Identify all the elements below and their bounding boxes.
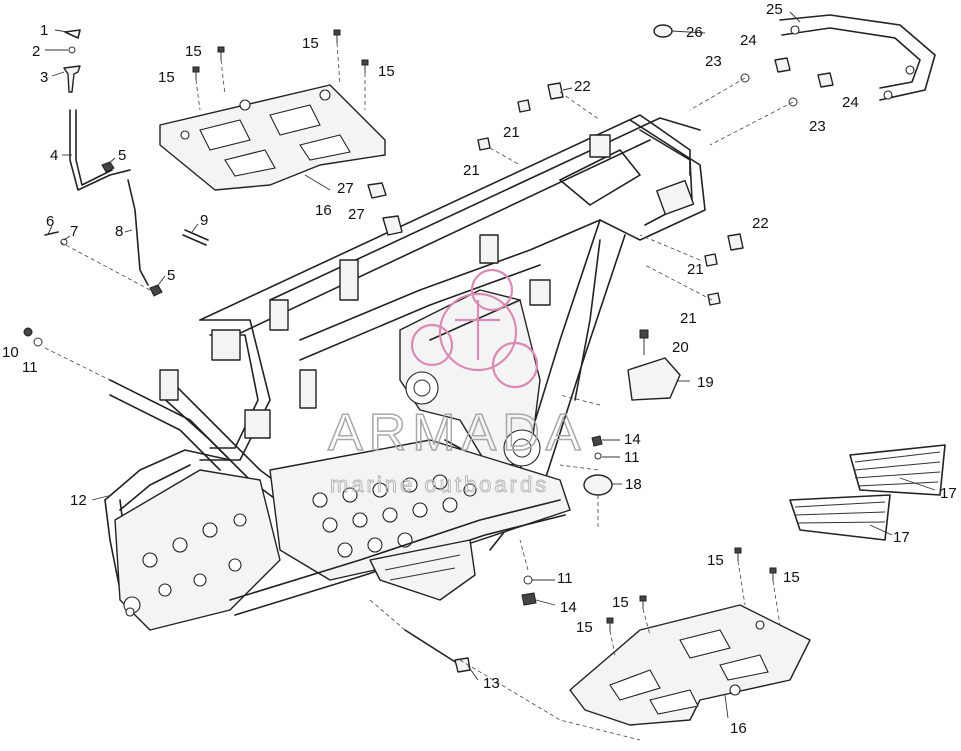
callout-21: 21 xyxy=(680,310,697,327)
watermark-subtitle: marine outboards xyxy=(330,472,549,497)
callout-23: 23 xyxy=(705,53,722,70)
callout-27: 27 xyxy=(348,206,365,223)
callout-22: 22 xyxy=(752,215,769,232)
footrest-grip-plates xyxy=(789,444,946,541)
callout-15: 15 xyxy=(783,569,800,586)
callout-19: 19 xyxy=(697,374,714,391)
leader-lines xyxy=(45,11,936,719)
armada-watermark: ARMADA marine outboards xyxy=(327,268,586,497)
callout-11: 11 xyxy=(624,449,640,466)
callout-14: 14 xyxy=(624,431,641,448)
callout-18: 18 xyxy=(625,476,642,493)
callout-9: 9 xyxy=(200,212,208,229)
callout-21: 21 xyxy=(687,261,704,278)
callout-15: 15 xyxy=(158,69,175,86)
callout-13: 13 xyxy=(483,675,500,692)
callout-14: 14 xyxy=(560,599,577,616)
callout-22: 22 xyxy=(574,78,591,95)
callout-20: 20 xyxy=(672,339,689,356)
upper-mounting-plate xyxy=(159,84,386,191)
lower-mounting-plate xyxy=(569,604,811,726)
callout-10: 10 xyxy=(2,344,19,361)
callout-24: 24 xyxy=(842,94,859,111)
callout-11: 11 xyxy=(22,359,38,376)
watermark-title: ARMADA xyxy=(328,404,586,462)
main-frame xyxy=(104,114,706,631)
callout-16: 16 xyxy=(730,720,747,737)
callout-26: 26 xyxy=(686,24,703,41)
callout-2: 2 xyxy=(32,43,40,60)
callout-16: 16 xyxy=(315,202,332,219)
callout-15: 15 xyxy=(612,594,629,611)
callout-5: 5 xyxy=(167,267,175,284)
callout-5: 5 xyxy=(118,147,126,164)
callout-1: 1 xyxy=(40,22,48,39)
callout-4: 4 xyxy=(50,147,58,164)
callout-12: 12 xyxy=(70,492,87,509)
callout-6: 6 xyxy=(46,213,54,230)
callout-labels: 1 2 3 4 5 5 6 7 8 9 10 11 11 11 12 13 14… xyxy=(2,1,957,737)
callout-15: 15 xyxy=(576,619,593,636)
callout-8: 8 xyxy=(115,223,123,240)
callout-21: 21 xyxy=(503,124,520,141)
callout-15: 15 xyxy=(707,552,724,569)
hardware-parts xyxy=(23,24,834,673)
callout-27: 27 xyxy=(337,180,354,197)
callout-3: 3 xyxy=(40,69,48,86)
callout-17: 17 xyxy=(940,485,957,502)
assembly-guide-lines xyxy=(44,42,794,741)
armada-logo-icon xyxy=(410,268,539,389)
callout-15: 15 xyxy=(302,35,319,52)
callout-21: 21 xyxy=(463,162,480,179)
callout-17: 17 xyxy=(893,529,910,546)
callout-24: 24 xyxy=(740,32,757,49)
callout-7: 7 xyxy=(70,223,78,240)
callout-11: 11 xyxy=(557,570,573,587)
callout-25: 25 xyxy=(766,1,783,18)
callout-15: 15 xyxy=(378,63,395,80)
callout-23: 23 xyxy=(809,118,826,135)
callout-15: 15 xyxy=(185,43,202,60)
rear-grab-bar xyxy=(779,14,936,101)
